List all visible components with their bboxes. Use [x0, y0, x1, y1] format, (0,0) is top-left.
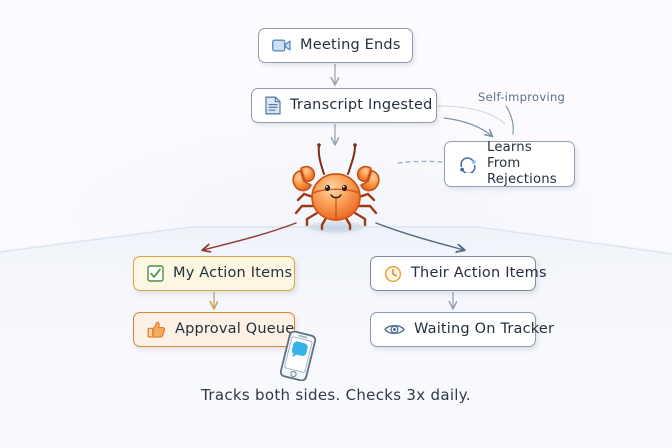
crab-mascot	[292, 143, 380, 237]
node-my-action-items[interactable]: My Action Items	[133, 256, 295, 291]
clock-icon	[384, 265, 402, 282]
node-label: My Action Items	[173, 264, 293, 281]
node-learns-from-rejections[interactable]: Learns From Rejections	[444, 139, 575, 188]
node-label: Learns From Rejections	[487, 139, 557, 188]
node-approval-queue[interactable]: Approval Queue	[133, 312, 295, 347]
node-label: Approval Queue	[175, 320, 295, 337]
thumbs-up-icon	[147, 321, 166, 338]
node-their-action-items[interactable]: Their Action Items	[370, 256, 547, 291]
caption-text: Tracks both sides. Checks 3x daily.	[201, 386, 471, 404]
node-label: Their Action Items	[411, 264, 547, 281]
eye-icon	[384, 324, 405, 335]
node-label: Transcript Ingested	[290, 96, 433, 113]
node-meeting-ends[interactable]: Meeting Ends	[258, 28, 413, 63]
video-camera-icon	[272, 39, 291, 52]
node-waiting-on-tracker[interactable]: Waiting On Tracker	[370, 312, 554, 347]
annotation-self-improving: Self-improving	[478, 90, 566, 104]
refresh-cycle-icon	[460, 157, 476, 173]
smartphone-icon	[279, 331, 317, 381]
node-label: Waiting On Tracker	[414, 320, 555, 337]
checkbox-checked-icon	[147, 265, 164, 282]
node-label: Meeting Ends	[300, 36, 401, 53]
document-icon	[265, 96, 281, 115]
node-transcript-ingested[interactable]: Transcript Ingested	[251, 88, 437, 123]
